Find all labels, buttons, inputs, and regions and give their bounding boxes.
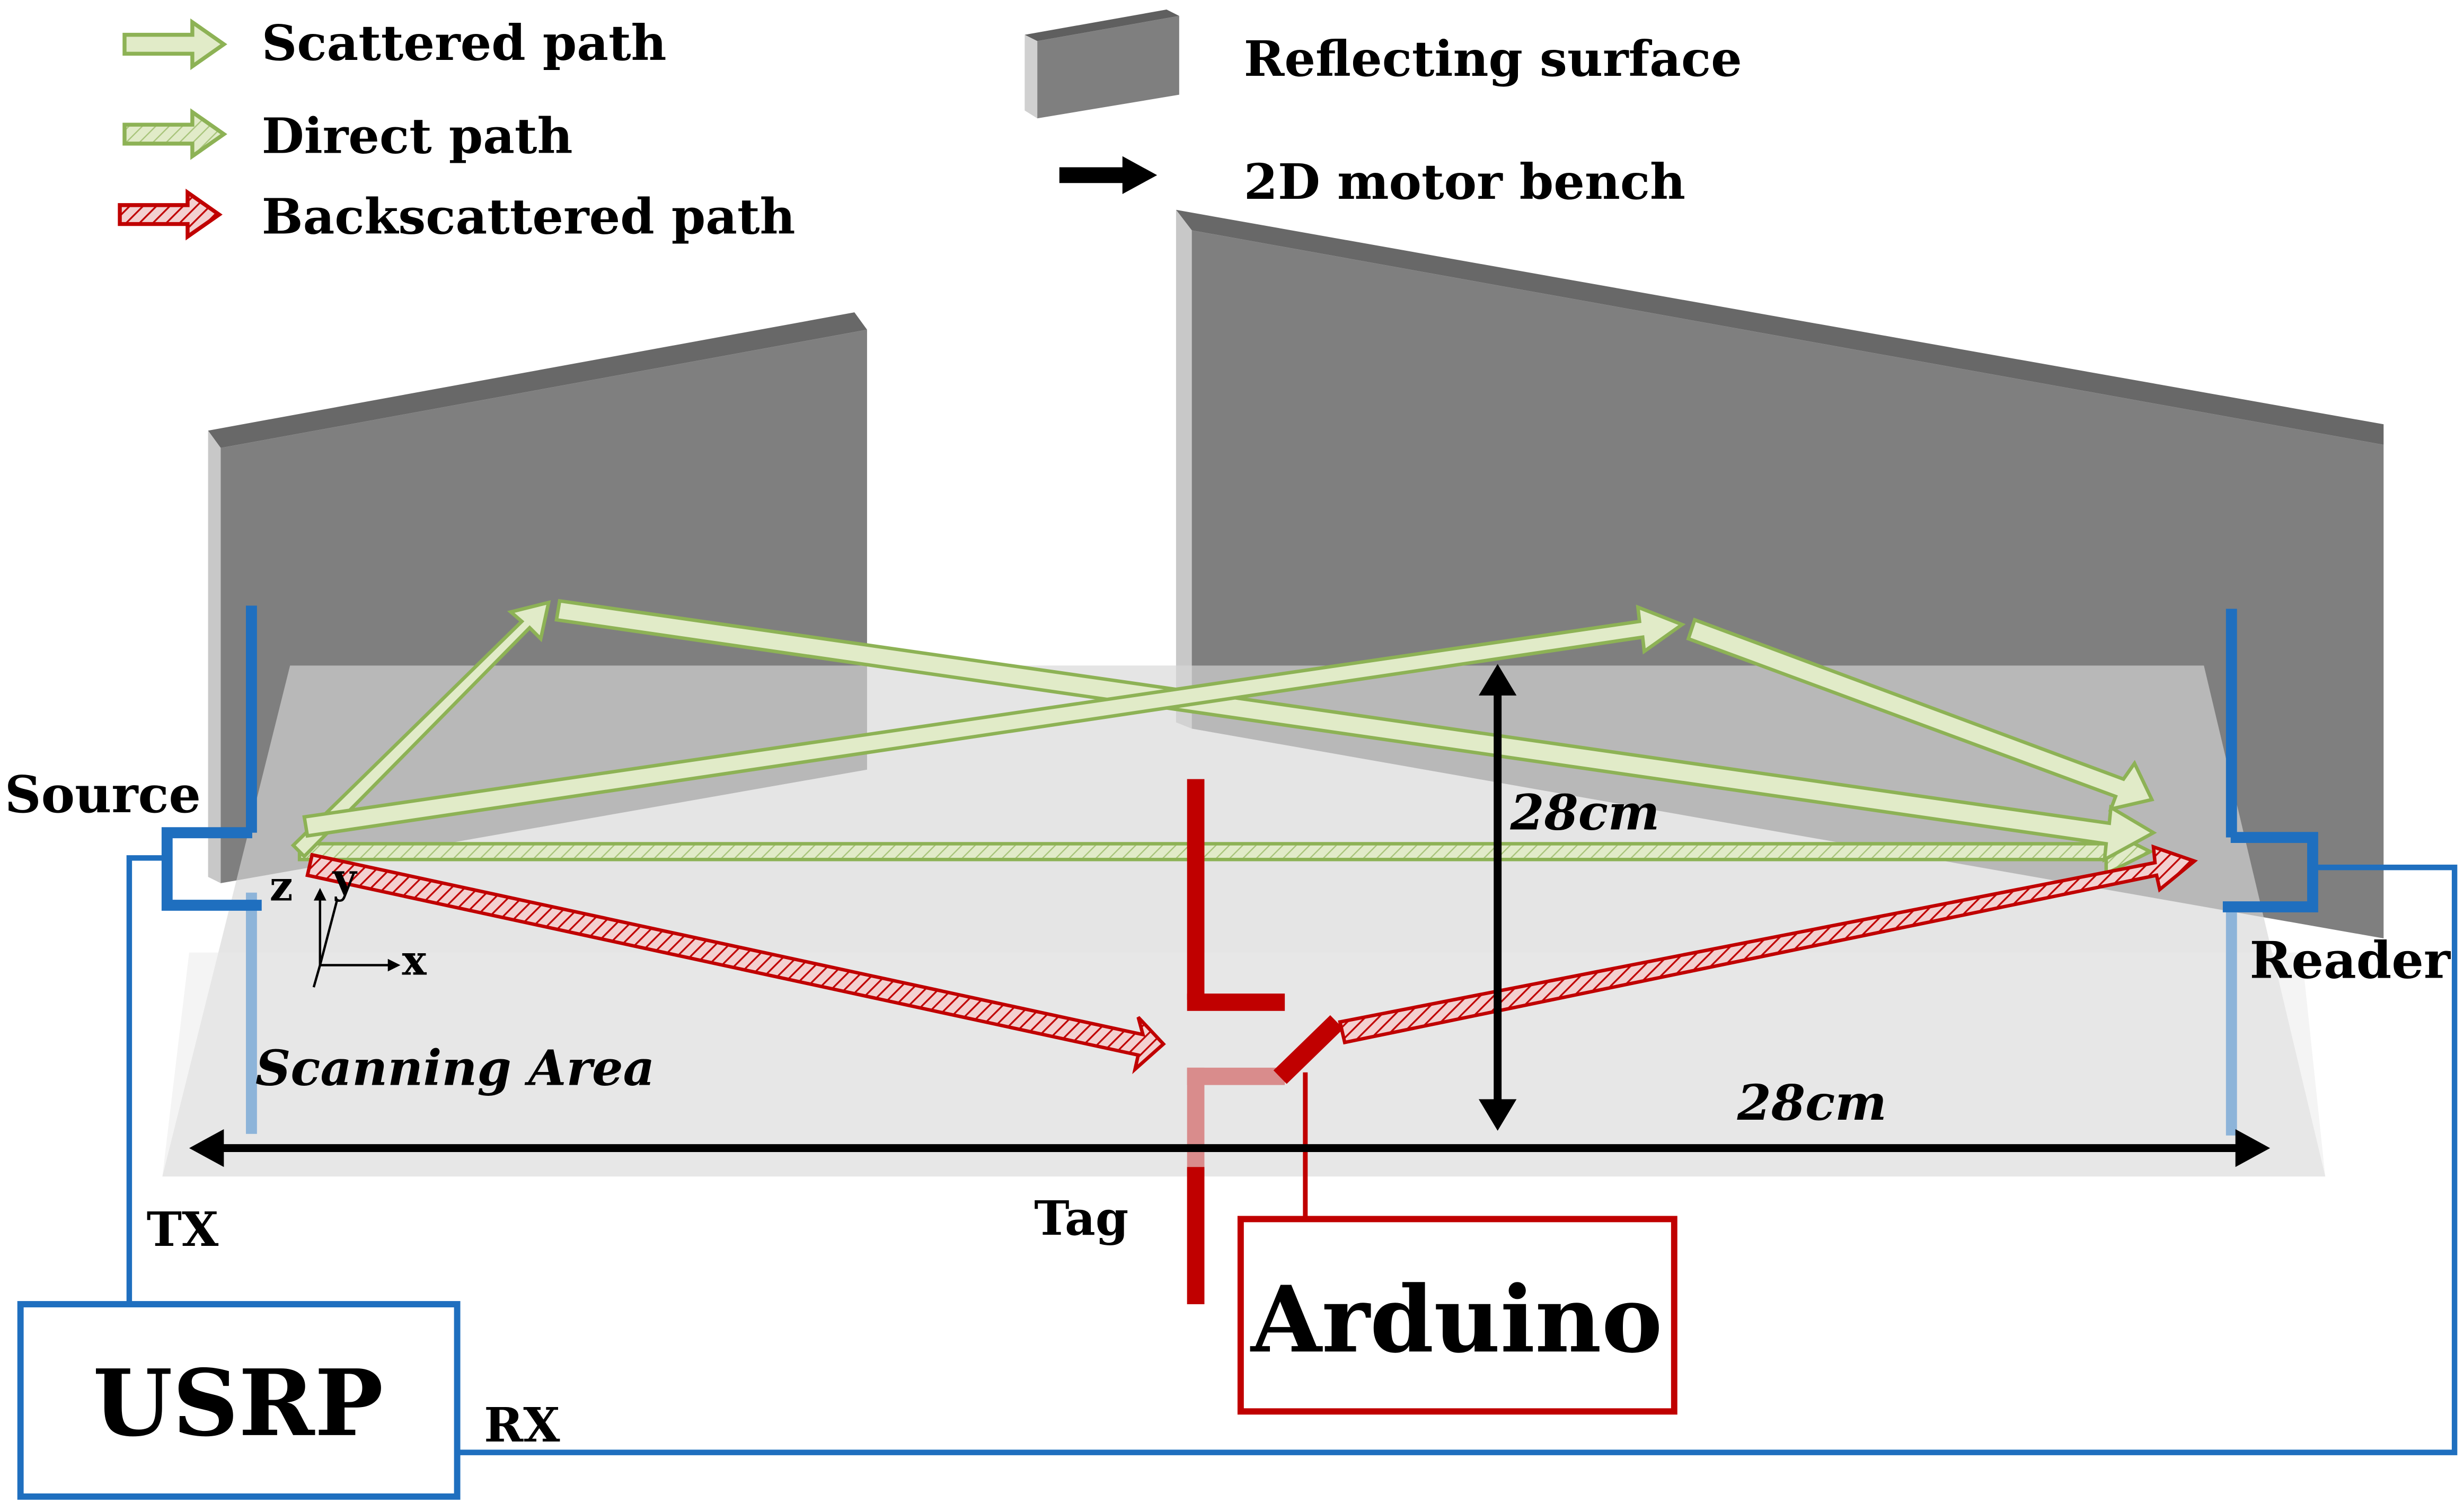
axis-x-label: x bbox=[402, 936, 427, 985]
backscattered-paths bbox=[305, 844, 2198, 1075]
tag bbox=[1187, 779, 1344, 1305]
cables bbox=[126, 855, 2458, 1455]
legend-backscattered-arrow bbox=[118, 188, 223, 241]
rx-label: RX bbox=[484, 1397, 560, 1453]
scanning-area-label: Scanning Area bbox=[255, 1039, 655, 1097]
axis-y-label: y bbox=[332, 855, 358, 903]
arduino-label: Arduino bbox=[1250, 1265, 1663, 1373]
dimension-arrow-vertical bbox=[1478, 664, 1517, 1131]
reader-label: Reader bbox=[2249, 931, 2451, 990]
arduino-box bbox=[1237, 1216, 1677, 1415]
legend-reflecting-surface-icon bbox=[1025, 10, 1179, 119]
dimension-vertical-label: 28cm bbox=[1509, 784, 1659, 841]
axis-z-label: z bbox=[270, 863, 293, 911]
source-antenna bbox=[161, 605, 262, 1134]
scattered-paths bbox=[290, 599, 2157, 863]
legend-direct-arrow bbox=[122, 108, 227, 160]
legend-direct-label: Direct path bbox=[262, 107, 573, 165]
legend-motor-label: 2D motor bench bbox=[1244, 153, 1685, 210]
dimension-arrow-horizontal bbox=[189, 1129, 2271, 1167]
dimension-horizontal-label: 28cm bbox=[1737, 1074, 1887, 1131]
tag-label: Tag bbox=[1034, 1191, 1128, 1246]
usrp-label: USRP bbox=[93, 1349, 383, 1457]
reader-antenna bbox=[2222, 609, 2318, 1136]
usrp-box bbox=[17, 1301, 461, 1500]
legend: Scattered path Direct path Backscattered… bbox=[118, 10, 1742, 245]
legend-motor-arrow bbox=[1059, 156, 1158, 195]
legend-reflecting-label: Reflecting surface bbox=[1244, 30, 1742, 87]
tx-label: TX bbox=[147, 1202, 219, 1258]
coordinate-axes bbox=[312, 887, 401, 988]
legend-scattered-label: Scattered path bbox=[262, 14, 667, 72]
source-label: Source bbox=[5, 766, 201, 824]
legend-backscattered-label: Backscattered path bbox=[262, 187, 796, 245]
legend-scattered-arrow bbox=[122, 18, 227, 71]
